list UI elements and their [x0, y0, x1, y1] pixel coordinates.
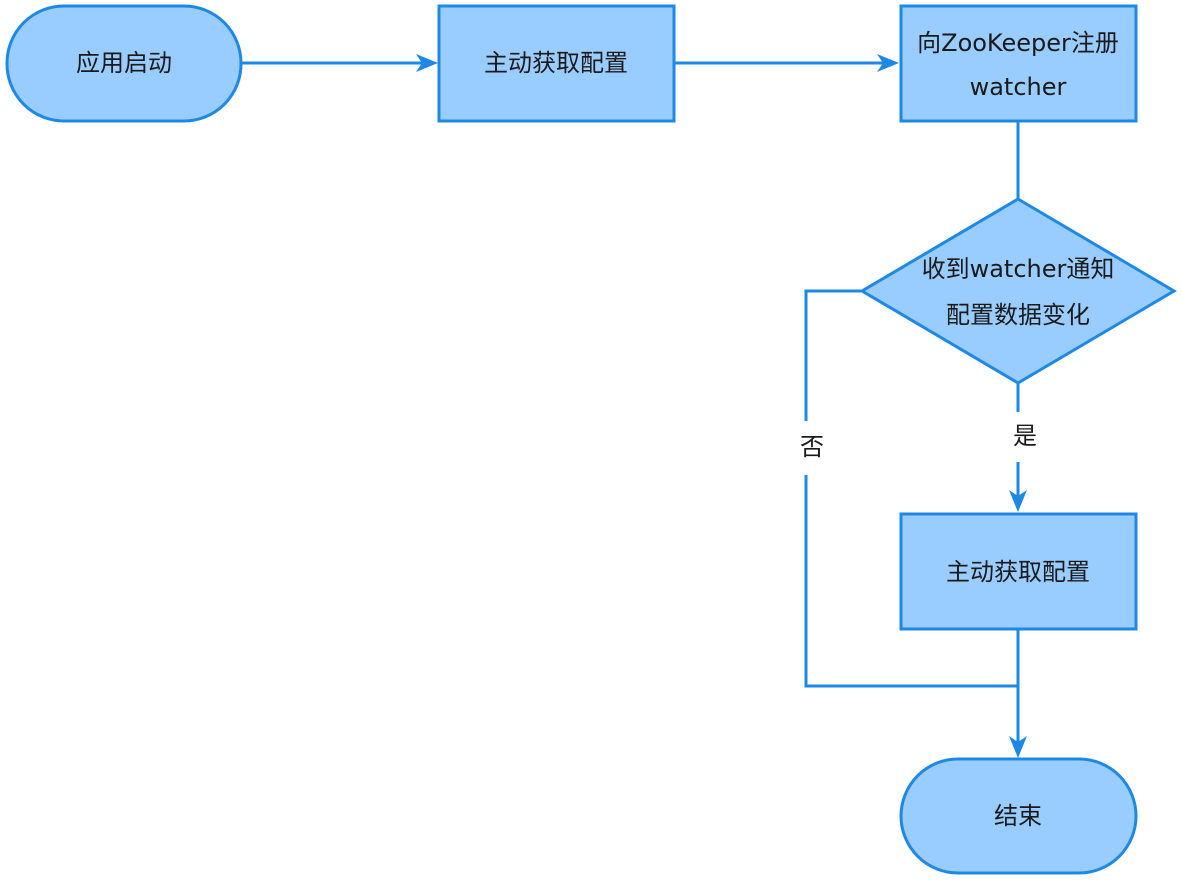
node-decision: 收到watcher通知 配置数据变化 — [859, 197, 1177, 385]
edge-fetch-again-to-end — [1009, 630, 1027, 758]
node-start: 应用启动 — [5, 4, 243, 123]
edge-label-yes: 是 — [1013, 422, 1037, 450]
node-end: 结束 — [899, 757, 1138, 875]
node-end-label: 结束 — [994, 802, 1042, 830]
node-register-watcher-line2: watcher — [970, 73, 1067, 101]
node-register-watcher: 向ZooKeeper注册 watcher — [899, 4, 1138, 123]
node-register-watcher-line1: 向ZooKeeper注册 — [917, 29, 1119, 57]
node-start-label: 应用启动 — [76, 49, 172, 77]
edge-start-to-fetch — [242, 54, 438, 72]
node-fetch-config-again: 主动获取配置 — [899, 512, 1138, 631]
node-fetch-config: 主动获取配置 — [437, 4, 676, 123]
edge-label-no: 否 — [800, 433, 824, 461]
node-fetch-config-again-label: 主动获取配置 — [946, 558, 1090, 586]
edge-decision-no — [804, 289, 1018, 688]
node-fetch-config-label: 主动获取配置 — [484, 49, 628, 77]
edge-fetch-to-register — [675, 54, 899, 72]
node-decision-line1: 收到watcher通知 — [922, 255, 1115, 283]
edge-decision-yes — [1009, 384, 1027, 512]
node-decision-line2: 配置数据变化 — [946, 301, 1090, 329]
